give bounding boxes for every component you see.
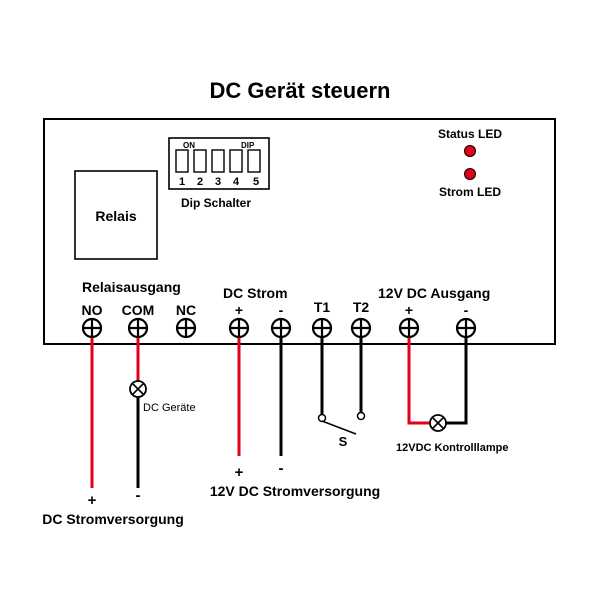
supply2-plus: +: [235, 464, 244, 481]
terminal-com-screw: [127, 317, 149, 339]
dip-number: 5: [253, 176, 259, 188]
supply2-minus: -: [279, 460, 284, 477]
terminal-screws: [81, 317, 477, 339]
dc-output-label: 12V DC Ausgang: [378, 285, 490, 301]
dip-number: 3: [215, 176, 221, 188]
indicator-lamp-label: 12VDC Kontrolllampe: [396, 442, 508, 454]
dip-number: 2: [197, 176, 203, 188]
terminal-dc-plus-screw: [228, 317, 250, 339]
terminal-t1-label: T1: [314, 299, 331, 315]
dip-lever: [229, 149, 243, 173]
wires: [90, 328, 468, 488]
relay-block: [74, 170, 158, 260]
terminal-no-label: NO: [82, 302, 103, 318]
terminal-com-label: COM: [122, 302, 155, 318]
supply2-label: 12V DC Stromversorgung: [210, 483, 380, 499]
terminal-out-minus-screw: [455, 317, 477, 339]
terminal-t1-screw: [311, 317, 333, 339]
dip-lever: [175, 149, 189, 173]
terminal-dc-minus-label: -: [279, 302, 284, 318]
dc-device-label: DC Geräte: [143, 402, 196, 414]
power-led: [464, 168, 476, 180]
wire-out-plus: [407, 328, 431, 425]
terminal-out-minus-label: -: [464, 302, 469, 318]
relay-label: Relais: [95, 208, 136, 224]
dip-lever: [247, 149, 261, 173]
dip-switch: ON DIP 1 2 3 4 5: [168, 137, 270, 190]
terminal-dc-plus-label: +: [235, 302, 243, 318]
dip-levers: [175, 149, 261, 173]
dip-lever: [193, 149, 207, 173]
terminal-nc-label: NC: [176, 302, 196, 318]
supply1-label: DC Stromversorgung: [42, 511, 184, 527]
dip-on-label: ON: [183, 141, 195, 150]
status-led: [464, 145, 476, 157]
terminal-t2-screw: [350, 317, 372, 339]
terminal-dc-minus-screw: [270, 317, 292, 339]
dc-power-label: DC Strom: [223, 285, 288, 301]
switch-symbol: [317, 411, 366, 435]
terminal-no-screw: [81, 317, 103, 339]
dip-lever: [211, 149, 225, 173]
diagram-title: DC Gerät steuern: [210, 78, 391, 103]
wire-out-minus: [445, 328, 468, 425]
dc-device-lamp-icon: [129, 380, 147, 398]
supply1-minus: -: [136, 487, 141, 504]
power-led-label: Strom LED: [439, 185, 501, 199]
dip-dip-label: DIP: [241, 141, 255, 150]
supply1-plus: +: [88, 492, 97, 509]
terminal-nc-screw: [175, 317, 197, 339]
dip-number: 4: [233, 176, 240, 188]
terminal-t2-label: T2: [353, 299, 370, 315]
indicator-lamp-icon: [429, 414, 447, 432]
terminal-out-plus-label: +: [405, 302, 413, 318]
terminal-out-plus-screw: [398, 317, 420, 339]
relay-output-label: Relaisausgang: [82, 279, 181, 295]
dip-switch-label: Dip Schalter: [181, 196, 251, 210]
dip-number: 1: [179, 176, 185, 188]
switch-label: S: [339, 434, 348, 449]
status-led-label: Status LED: [438, 127, 502, 141]
